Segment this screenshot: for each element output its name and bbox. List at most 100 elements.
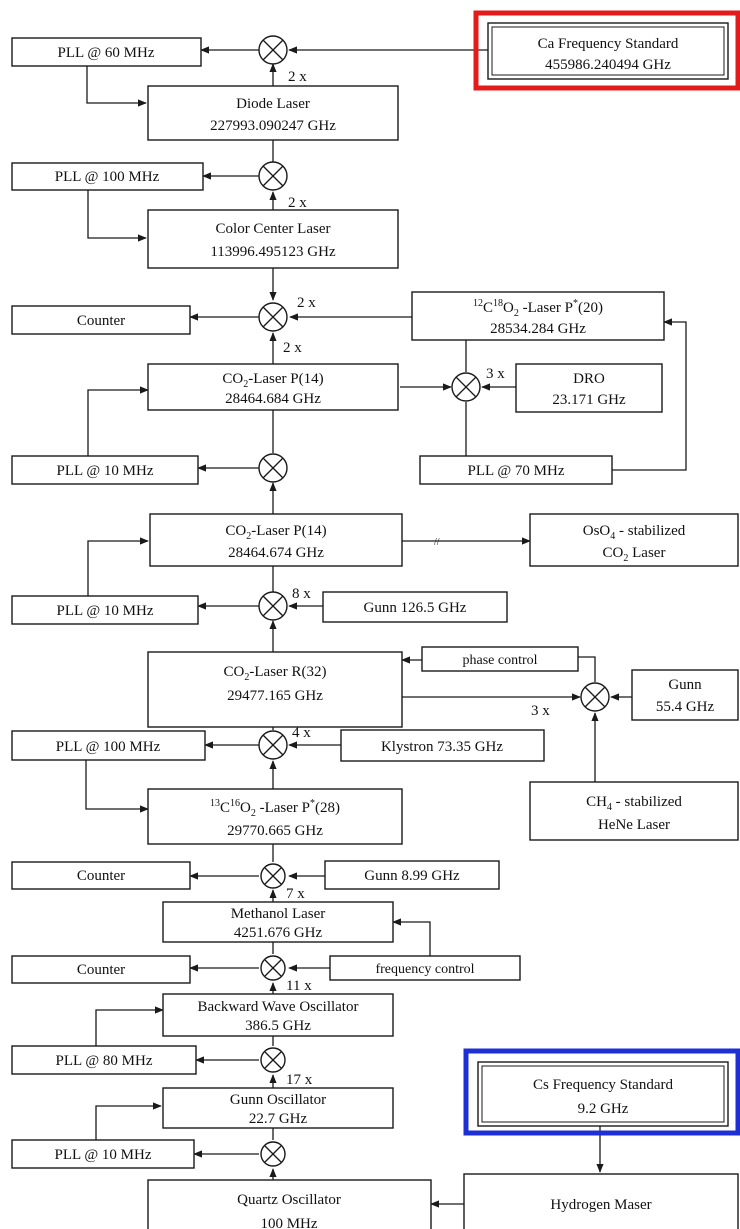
- klystron-label: Klystron 73.35 GHz: [381, 739, 503, 755]
- pll-10mhz-box-b: PLL @ 10 MHz: [11, 595, 199, 625]
- co2-p14a-name: CO2-Laser P(14): [222, 371, 323, 390]
- c13-o16-laser-name: 13C16O2 -Laser P*(28): [210, 798, 340, 819]
- mixer-symbol: [260, 1047, 286, 1073]
- multiplier-label: 7 x: [286, 886, 305, 902]
- gunn-oscillator-box: Gunn Oscillator 22.7 GHz: [162, 1087, 394, 1129]
- co2-r32-name: CO2-Laser R(32): [224, 664, 327, 683]
- pll-100mhz-box-a: PLL @ 100 MHz: [11, 162, 204, 191]
- multiplier-label: 2 x: [288, 69, 307, 85]
- mixer-symbol: [260, 955, 286, 981]
- multiplier-label: 11 x: [286, 978, 312, 994]
- counter-box-3: Counter: [11, 955, 191, 984]
- mixer-symbol: [258, 35, 288, 65]
- mixer-symbol: [258, 302, 288, 332]
- mixer-symbol: [451, 372, 481, 402]
- multiplier-label: 17 x: [286, 1072, 313, 1088]
- dro-box: DRO 23.171 GHz: [515, 363, 663, 413]
- mixer-symbol: [258, 591, 288, 621]
- cs-frequency-standard-box: Cs Frequency Standard 9.2 GHz: [477, 1061, 729, 1127]
- gunn-55-frequency: 55.4 GHz: [656, 699, 715, 715]
- dro-frequency: 23.171 GHz: [552, 392, 626, 408]
- mixer-symbol: [580, 682, 610, 712]
- mixer-symbol: [260, 863, 286, 889]
- c12-o18-laser-frequency: 28534.284 GHz: [490, 321, 586, 337]
- c13-o16-laser-box: 13C16O2 -Laser P*(28) 29770.665 GHz: [147, 788, 403, 845]
- pll-60-label: PLL @ 60 MHz: [57, 45, 154, 61]
- diode-laser-box: Diode Laser 227993.090247 GHz: [147, 85, 399, 141]
- pll-100mhz-box-b: PLL @ 100 MHz: [11, 730, 206, 761]
- mixer-symbol: [258, 453, 288, 483]
- pll-10mhz-box-c: PLL @ 10 MHz: [11, 1139, 195, 1169]
- bwo-name: Backward Wave Oscillator: [198, 999, 359, 1015]
- multiplier-label: 2 x: [288, 195, 307, 211]
- klystron-box: Klystron 73.35 GHz: [340, 729, 545, 762]
- pll-70mhz-box: PLL @ 70 MHz: [419, 455, 613, 485]
- ch4-line-2: HeNe Laser: [598, 817, 670, 833]
- c12-o18-laser-name: 12C18O2 -Laser P*(20): [473, 298, 603, 319]
- diode-laser-name: Diode Laser: [236, 96, 310, 112]
- co2-p14b-name: CO2-Laser P(14): [225, 523, 326, 542]
- color-center-frequency: 113996.495123 GHz: [210, 244, 336, 260]
- color-center-name: Color Center Laser: [216, 221, 331, 237]
- c13-o16-laser-frequency: 29770.665 GHz: [227, 823, 323, 839]
- gunn-126-box: Gunn 126.5 GHz: [322, 591, 508, 623]
- pll-10a-label: PLL @ 10 MHz: [56, 463, 153, 479]
- gunn-osc-frequency: 22.7 GHz: [249, 1111, 308, 1127]
- multiplier-label: 3 x: [531, 703, 550, 719]
- ca-standard-frequency: 455986.240494 GHz: [545, 57, 671, 73]
- co2-laser-r32-box: CO2-Laser R(32) 29477.165 GHz: [147, 651, 403, 728]
- pll-10c-label: PLL @ 10 MHz: [54, 1147, 151, 1163]
- c12-o18-laser-box: 12C18O2 -Laser P*(20) 28534.284 GHz: [411, 291, 665, 341]
- pll-60mhz-box: PLL @ 60 MHz: [11, 37, 202, 67]
- mixer-symbol: [260, 1141, 286, 1167]
- phase-control-box: phase control: [421, 646, 579, 672]
- pll-10b-label: PLL @ 10 MHz: [56, 603, 153, 619]
- maser-label: Hydrogen Maser: [550, 1197, 651, 1213]
- dro-name: DRO: [573, 371, 605, 387]
- multiplier-label: 3 x: [486, 366, 505, 382]
- methanol-name: Methanol Laser: [231, 906, 326, 922]
- counter-box-1: Counter: [11, 305, 191, 335]
- highlight-frame-ca: [473, 10, 740, 91]
- multiplier-label: 2 x: [297, 295, 316, 311]
- counter-1-label: Counter: [77, 313, 125, 329]
- multiplier-label: 2 x: [283, 340, 302, 356]
- ca-standard-name: Ca Frequency Standard: [538, 36, 679, 52]
- pll-80mhz-box: PLL @ 80 MHz: [11, 1045, 197, 1075]
- co2-laser-p14-box-b: CO2-Laser P(14) 28464.674 GHz: [149, 513, 403, 567]
- pll-100b-label: PLL @ 100 MHz: [56, 739, 161, 755]
- ch4-line-1: CH4 - stabilized: [586, 794, 682, 813]
- methanol-frequency: 4251.676 GHz: [234, 925, 323, 941]
- hydrogen-maser-box: Hydrogen Maser: [463, 1173, 739, 1229]
- multiplier-label: 8 x: [292, 586, 311, 602]
- oso4-line-1: OsO4 - stabilized: [583, 523, 686, 542]
- oso4-line-2: CO2 Laser: [603, 545, 666, 564]
- cs-standard-name: Cs Frequency Standard: [533, 1077, 673, 1093]
- gunn-899-label: Gunn 8.99 GHz: [364, 868, 460, 884]
- phase-control-label: phase control: [462, 653, 537, 668]
- quartz-frequency: 100 MHz: [260, 1216, 317, 1229]
- gunn-55-box: Gunn 55.4 GHz: [631, 669, 739, 721]
- diode-laser-frequency: 227993.090247 GHz: [210, 118, 336, 134]
- ca-frequency-standard-box: Ca Frequency Standard 455986.240494 GHz: [487, 22, 729, 80]
- multiplier-label: 4 x: [292, 725, 311, 741]
- gunn-899-box: Gunn 8.99 GHz: [324, 860, 500, 890]
- mixer-symbol: [258, 730, 288, 760]
- counter-3-label: Counter: [77, 962, 125, 978]
- pll-70-label: PLL @ 70 MHz: [467, 463, 564, 479]
- gunn-55-name: Gunn: [668, 677, 702, 693]
- quartz-oscillator-box: Quartz Oscillator 100 MHz: [147, 1179, 432, 1229]
- quartz-name: Quartz Oscillator: [237, 1192, 341, 1208]
- gunn-126-label: Gunn 126.5 GHz: [364, 600, 467, 616]
- oso4-laser-box: OsO4 - stabilized CO2 Laser: [529, 513, 739, 567]
- pll-100a-label: PLL @ 100 MHz: [55, 169, 160, 185]
- svg-text://: //: [434, 537, 440, 548]
- ch4-hene-laser-box: CH4 - stabilized HeNe Laser: [529, 781, 739, 841]
- frequency-control-label: frequency control: [375, 962, 474, 977]
- co2-r32-frequency: 29477.165 GHz: [227, 688, 323, 704]
- highlight-frame-cs: [463, 1048, 740, 1136]
- frequency-control-box: frequency control: [329, 955, 521, 981]
- methanol-laser-box: Methanol Laser 4251.676 GHz: [162, 901, 394, 943]
- pll-10mhz-box-a: PLL @ 10 MHz: [11, 455, 199, 485]
